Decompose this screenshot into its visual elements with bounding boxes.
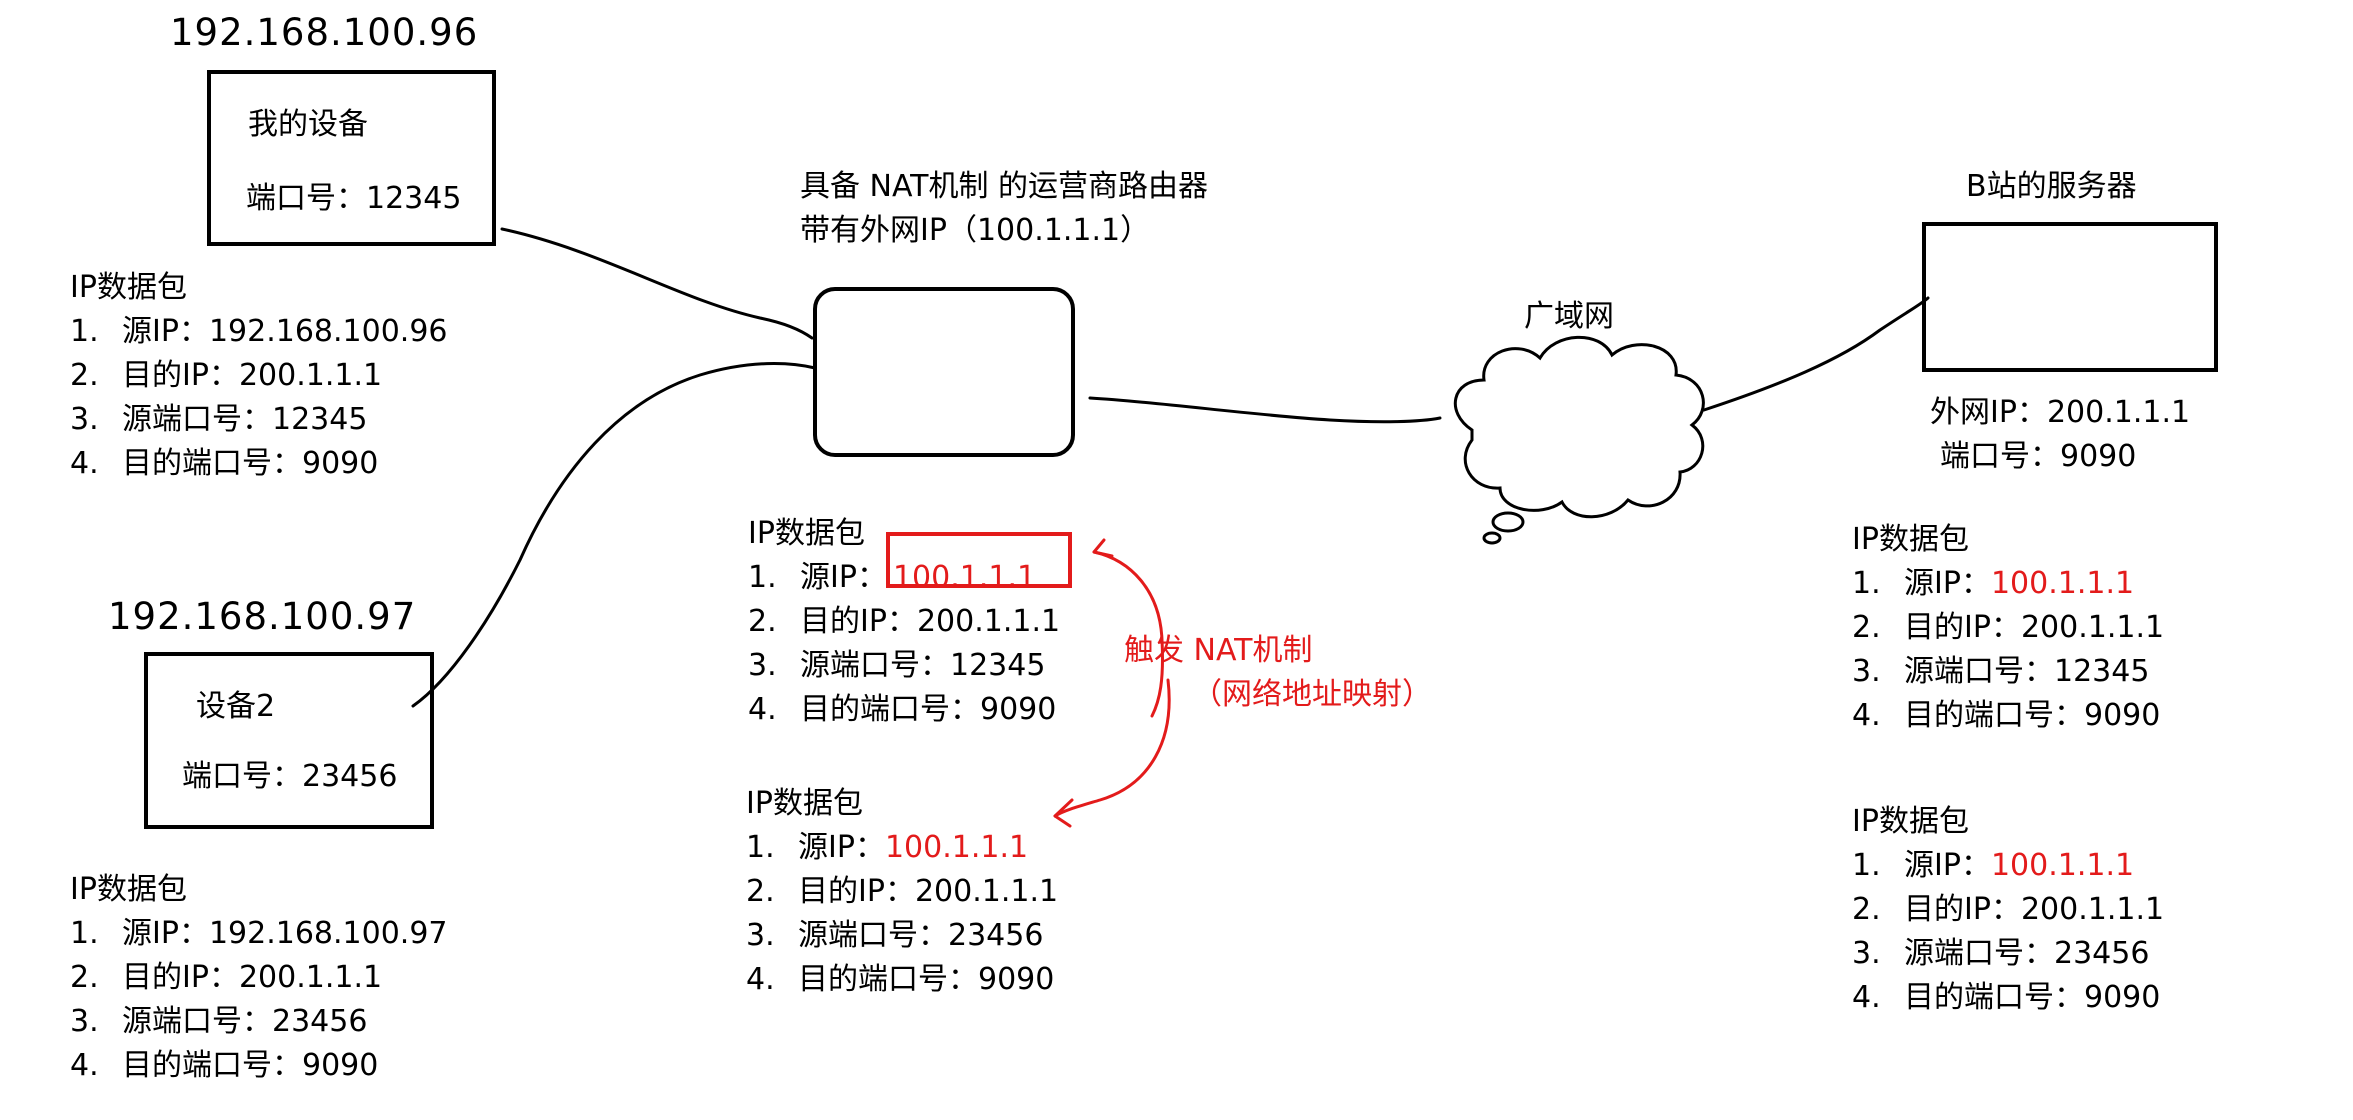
device2-port: 端口号：23456 [182,759,398,794]
packet-row: 3.源端口号：12345 [70,402,368,437]
device1-box [207,70,496,246]
packet-row: 1.源IP：100.1.1.1 [1852,848,2135,883]
packet-row: 2.目的IP：200.1.1.1 [70,358,383,393]
router-title-line1: 具备 NAT机制 的运营商路由器 [800,169,1209,204]
packet-row: 3.源端口号：23456 [746,918,1044,953]
link-router-cloud [1088,396,1442,424]
server-port: 端口号：9090 [1940,439,2137,474]
packet-row: 4.目的端口号：9090 [70,446,379,481]
packet-title: IP数据包 [1852,804,1969,839]
link-device1-router [500,227,814,340]
packet-title: IP数据包 [70,270,187,305]
packet-row: 3.源端口号：12345 [1852,654,2150,689]
server-packet-1: IP数据包 1.源IP：100.1.1.1 2.目的IP：200.1.1.1 3… [1852,518,2164,738]
device2-packet: IP数据包 1.源IP：192.168.100.97 2.目的IP：200.1.… [70,868,448,1088]
packet-row: 1.源IP：100.1.1.1 [746,830,1029,865]
packet-row: 4.目的端口号：9090 [748,692,1057,727]
packet-title: IP数据包 [1852,522,1969,557]
packet-row: 3.源端口号：23456 [1852,936,2150,971]
packet-row: 2.目的IP：200.1.1.1 [70,960,383,995]
link-cloud-server [1702,296,1930,412]
nat-note-line1: 触发 NAT机制 [1124,633,1313,668]
link-device2-router [411,362,817,708]
source-ip-highlight-box [886,532,1072,588]
packet-row: 1.源IP：100.1.1.1 [748,560,1037,595]
packet-title: IP数据包 [70,872,187,907]
packet-row: 4.目的端口号：9090 [746,962,1055,997]
server-packet-2: IP数据包 1.源IP：100.1.1.1 2.目的IP：200.1.1.1 3… [1852,800,2164,1020]
packet-row: 1.源IP：192.168.100.97 [70,916,448,951]
server-title: B站的服务器 [1966,169,2137,204]
packet-row: 3.源端口号：23456 [70,1004,368,1039]
packet-row: 4.目的端口号：9090 [70,1048,379,1083]
packet-row: 1.源IP：192.168.100.96 [70,314,448,349]
device1-name: 我的设备 [248,107,368,142]
packet-row: 1.源IP：100.1.1.1 [1852,566,2135,601]
packet-row: 2.目的IP：200.1.1.1 [748,604,1061,639]
router-title-line2: 带有外网IP（100.1.1.1） [800,213,1151,248]
nat-arrow [1053,538,1171,828]
nat-note-line2: （网络地址映射） [1192,677,1432,712]
router-packet-2: IP数据包 1.源IP：100.1.1.1 2.目的IP：200.1.1.1 3… [746,782,1058,1002]
cloud-icon [1453,335,1705,545]
packet-row: 2.目的IP：200.1.1.1 [746,874,1059,909]
device1-ip: 192.168.100.96 [170,11,479,54]
wan-label: 广域网 [1524,299,1614,334]
router-box [813,287,1075,457]
device2-ip: 192.168.100.97 [108,595,417,638]
packet-row: 3.源端口号：12345 [748,648,1046,683]
device2-name: 设备2 [196,689,276,724]
router-packet-1: IP数据包 1.源IP：100.1.1.1 2.目的IP：200.1.1.1 3… [748,512,1060,732]
packet-row: 4.目的端口号：9090 [1852,980,2161,1015]
device2-box [144,652,434,829]
packet-title: IP数据包 [746,786,863,821]
server-ip: 外网IP：200.1.1.1 [1930,395,2191,430]
packet-row: 4.目的端口号：9090 [1852,698,2161,733]
packet-row: 2.目的IP：200.1.1.1 [1852,610,2165,645]
packet-row: 2.目的IP：200.1.1.1 [1852,892,2165,927]
packet-title: IP数据包 [748,516,865,551]
server-box [1922,222,2218,372]
highlighted-source-ip: 100.1.1.1 [892,560,1037,595]
device1-port: 端口号：12345 [246,181,462,216]
device1-packet: IP数据包 1.源IP：192.168.100.96 2.目的IP：200.1.… [70,266,448,486]
